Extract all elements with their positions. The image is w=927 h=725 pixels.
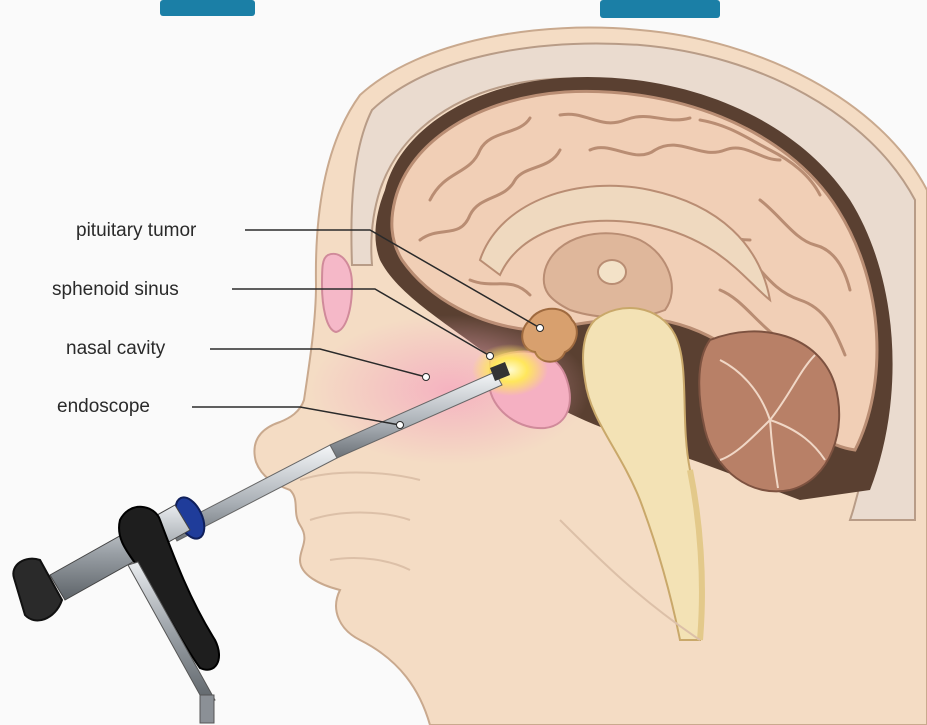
label-endoscope: endoscope <box>57 396 150 418</box>
label-nasal-cavity: nasal cavity <box>66 338 165 360</box>
frontal-sinus <box>322 254 352 332</box>
label-pituitary-tumor: pituitary tumor <box>76 220 196 242</box>
label-sphenoid-sinus: sphenoid sinus <box>52 279 179 301</box>
